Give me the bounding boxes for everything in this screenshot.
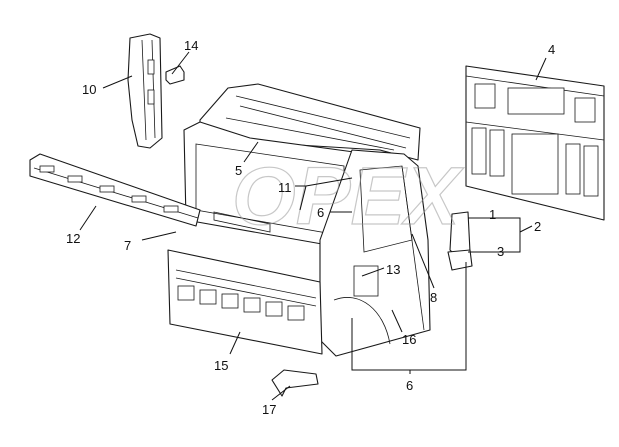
callout-6-upper: 6 <box>317 205 324 220</box>
part-4-rear-panel <box>465 65 605 221</box>
door-frame-side <box>319 149 431 357</box>
part-14-bracket <box>165 65 185 85</box>
callout-17: 17 <box>262 402 276 417</box>
part-10-pillar <box>127 33 163 149</box>
callout-1: 1 <box>489 207 496 222</box>
callout-6-lower: 6 <box>406 378 413 393</box>
callout-14: 14 <box>184 38 198 53</box>
callout-3: 3 <box>497 244 504 259</box>
callout-4: 4 <box>548 42 555 57</box>
leader-lines <box>79 51 547 401</box>
watermark-logo: OPEX <box>232 151 464 242</box>
callout-2: 2 <box>534 219 541 234</box>
callout-11: 11 <box>278 180 292 195</box>
callout-13: 13 <box>386 262 400 277</box>
part-12-crossmember <box>29 153 201 227</box>
part-15-front-panel <box>167 249 323 355</box>
callout-10: 10 <box>82 82 96 97</box>
callout-5: 5 <box>235 163 242 178</box>
callout-8: 8 <box>430 290 437 305</box>
part-17-bracket <box>271 369 319 397</box>
callout-16: 16 <box>402 332 416 347</box>
callout-labels: 14 10 4 5 11 6 1 2 3 12 7 13 8 16 15 6 1… <box>66 38 555 417</box>
callout-7: 7 <box>124 238 131 253</box>
callout-15: 15 <box>214 358 228 373</box>
windshield-frame <box>183 121 357 251</box>
callout-12: 12 <box>66 231 80 246</box>
